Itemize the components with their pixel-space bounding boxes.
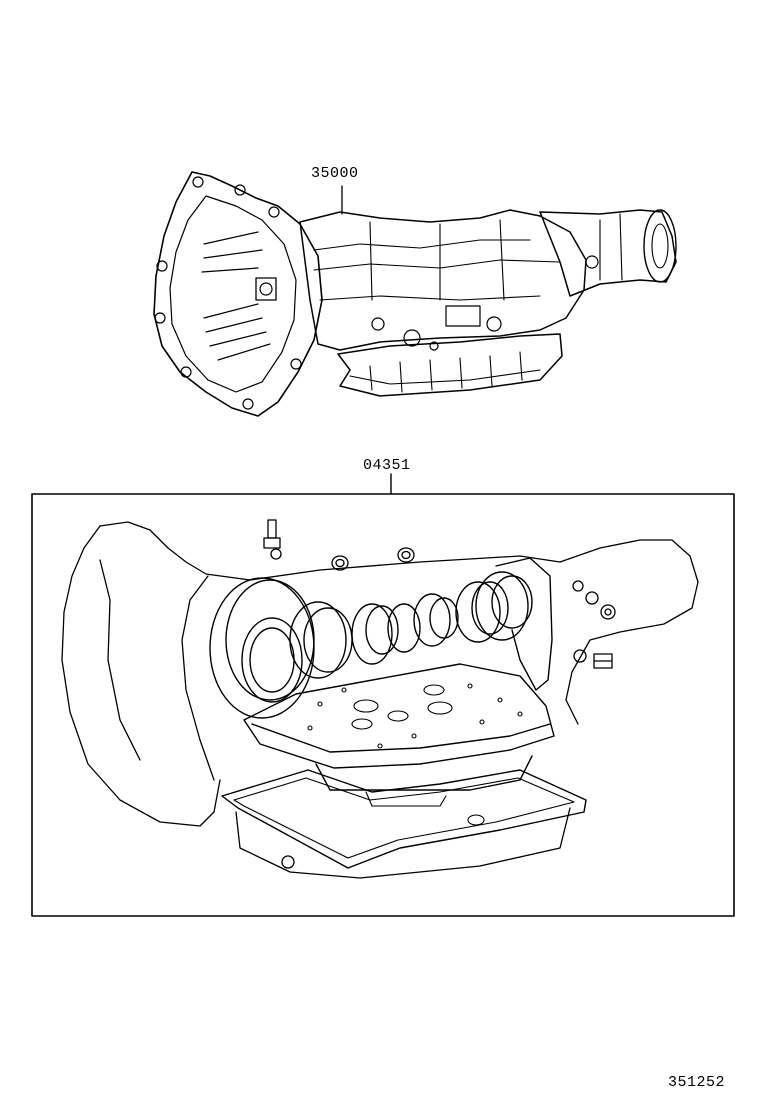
bell-housing [153, 171, 323, 417]
kit-frame [31, 493, 735, 917]
drain-plug [593, 653, 613, 669]
illustration-number: 351252 [668, 1074, 726, 1091]
callout-04351: 04351 [363, 457, 411, 474]
extension-gasket [495, 557, 553, 691]
oil-pan-gasket [221, 769, 587, 869]
extension-housing [539, 209, 677, 297]
callout-35000: 35000 [311, 165, 359, 182]
valve-body-plates [243, 663, 555, 791]
kit-transmission-outline [61, 521, 699, 879]
main-case [299, 209, 587, 351]
transmission-assembly-drawing [153, 171, 677, 417]
o-rings [281, 547, 616, 869]
oil-pan [337, 333, 563, 397]
sensor-plug [263, 519, 282, 560]
seal-rings [209, 571, 533, 719]
